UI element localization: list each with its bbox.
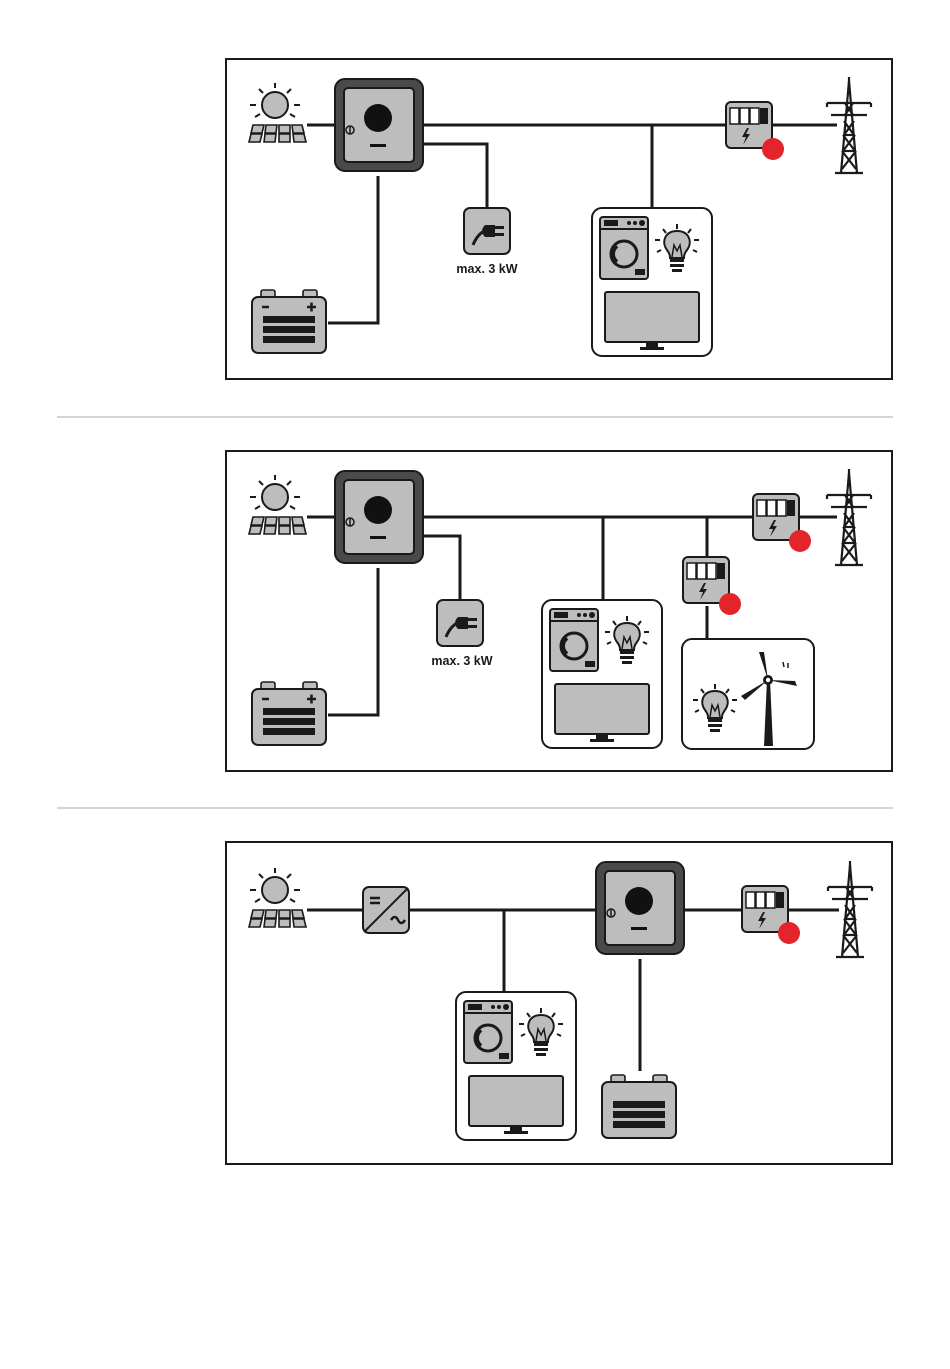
battery-icon: [602, 1075, 676, 1138]
section-divider: [57, 807, 893, 809]
socket-icon: [464, 208, 510, 254]
socket-power-label: max. 3 kW: [431, 654, 492, 668]
socket-icon: [437, 600, 483, 646]
hybrid-inverter-icon: [335, 471, 423, 563]
section-divider: [57, 416, 893, 418]
hybrid-inverter-icon: [335, 79, 423, 171]
household-consumers-icon: [542, 600, 662, 748]
hybrid-inverter-icon: [596, 862, 684, 954]
household-consumers-icon: [456, 992, 576, 1140]
household-consumers-icon: [592, 208, 712, 356]
generator-consumers-box: [682, 639, 814, 749]
diagram-3: [225, 841, 893, 1163]
battery-icon: [252, 682, 326, 745]
pv-inverter-icon: [363, 887, 409, 933]
socket-power-label: max. 3 kW: [456, 262, 517, 276]
battery-icon: [252, 290, 326, 353]
diagram-1: max. 3 kW: [225, 58, 893, 380]
diagram-2: max. 3 kW: [225, 450, 893, 772]
